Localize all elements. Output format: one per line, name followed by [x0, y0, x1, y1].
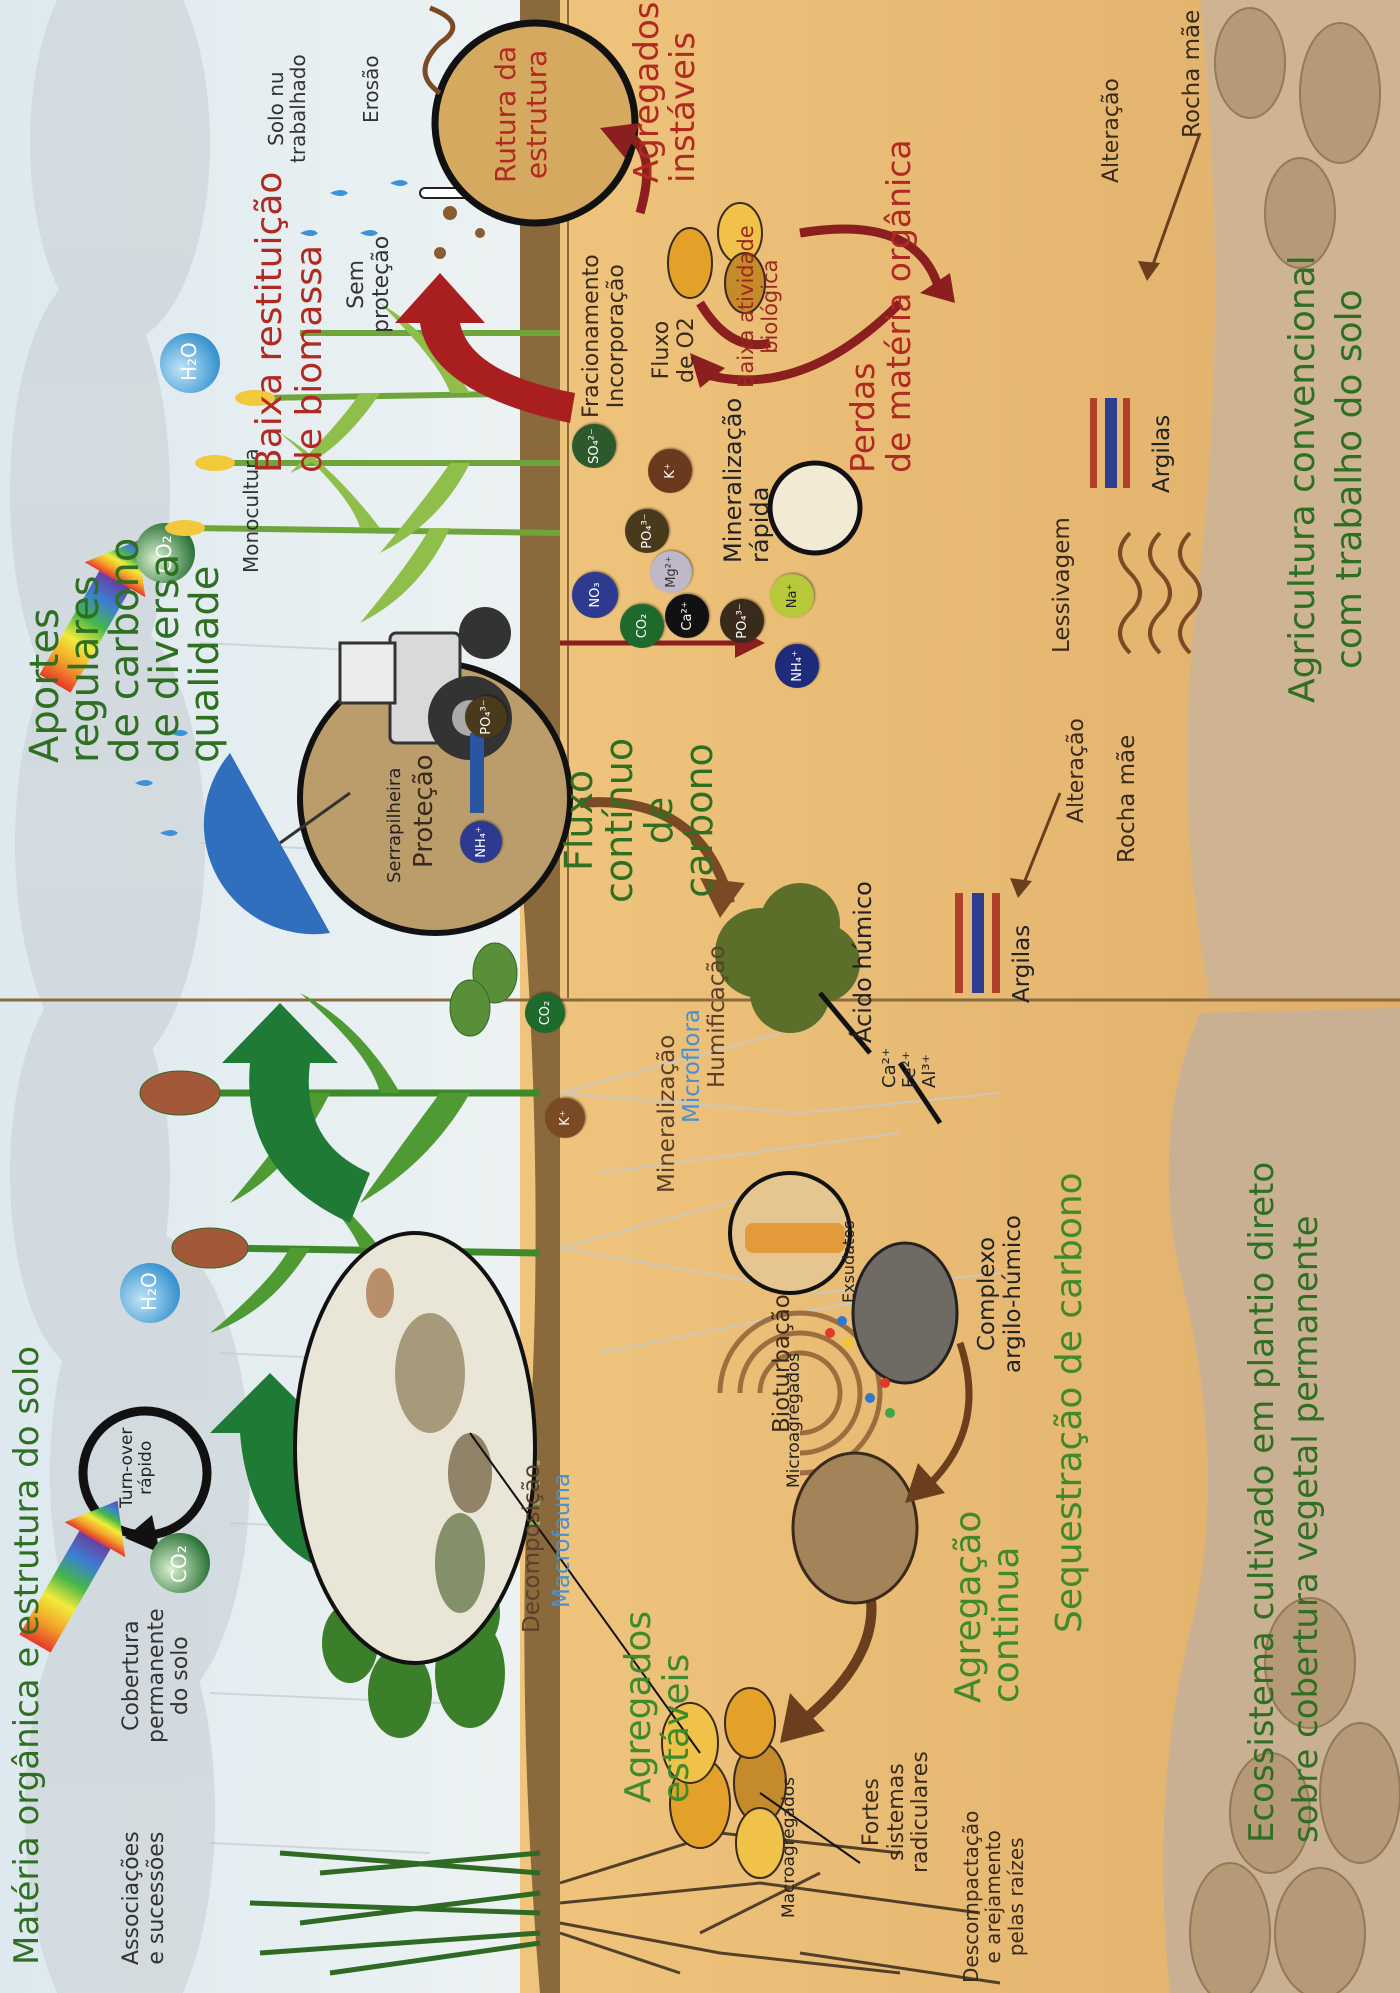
label-agregados-instaveis: Agregados instáveis [630, 1, 701, 183]
mg-chip: Mg²⁺ [650, 551, 692, 593]
label-fortes: Fortes sistemas radiculares [860, 1751, 934, 1873]
label-microagregados: Microagregados [785, 1353, 804, 1488]
label-turnover: Turn-over rápido [118, 1428, 156, 1508]
label-agregacao: Agregação continua [950, 1511, 1026, 1703]
microaggregate-disc [793, 1453, 917, 1603]
label-exsudatos: Exsudatos [840, 1221, 858, 1303]
ca-chip: Ca²⁺ [665, 594, 709, 638]
label-lessivagem: Lessivagem [1050, 517, 1076, 653]
label-alteracao-left: Alteração [1065, 718, 1090, 823]
clay-sheets-right [1090, 398, 1130, 488]
label-baixa-restituicao: Baixa restituição de biomassa [250, 172, 329, 473]
label-argilas-right: Argilas [1150, 415, 1176, 493]
nh4-chip-left: NH₄⁺ [460, 821, 502, 863]
label-descompactacao: Descompactação e arejamento pelas raízes [960, 1811, 1027, 1983]
label-humificacao: Humificação [705, 945, 731, 1088]
clay-sheets-left [955, 893, 1000, 993]
label-acido-humico: Ácido húmico [850, 881, 877, 1043]
label-fracionamento: Fracionamento Incorporação [580, 254, 629, 418]
right-footer: Agricultura convencional com trabalho do… [1280, 255, 1374, 703]
po4-chip-right-b: PO₄³⁻ [720, 599, 764, 643]
label-erosao: Erosão [360, 55, 382, 123]
left-title: Matéria orgânica e estrutura do solo [8, 1346, 46, 1965]
na-chip: Na⁺ [770, 574, 814, 618]
label-cobertura: Cobertura permanente do solo [120, 1608, 194, 1743]
label-argilas-left: Argilas [1010, 925, 1036, 1003]
label-rocha-mae-left: Rocha mãe [1115, 735, 1141, 863]
label-aportes: Aportes regulares de carbono de diversa … [25, 538, 225, 763]
label-complexo: Complexo argilo-húmico [975, 1215, 1027, 1373]
nh4-chip-right: NH₄⁺ [775, 644, 819, 688]
label-associacoes: Associações e sucessões [120, 1831, 169, 1965]
label-solo-nu: Solo nu trabalhado [265, 54, 310, 163]
label-baixa-atividade: Baixa atividade biológica [735, 225, 782, 388]
label-perdas: Perdas de matéria orgânica [845, 139, 918, 473]
label-sequestracao: Sequestração de carbono [1050, 1172, 1090, 1633]
so4-chip: SO₄²⁻ [572, 424, 616, 468]
co2-label-left: CO₂ [168, 1545, 190, 1583]
label-rocha-mae-right: Rocha mãe [1180, 10, 1206, 138]
label-decomposicao: Decomposição [520, 1464, 546, 1633]
no3-chip: NO₃ [572, 572, 618, 618]
label-microflora: Microflora [680, 1009, 706, 1123]
label-ions: Ca²⁺ Fe²⁺ Al³⁺ [880, 1048, 940, 1088]
decomposition-ellipse [295, 1233, 535, 1663]
label-mineralizacao-left: Mineralização [655, 1035, 681, 1193]
label-macrofauna: Macrofauna [550, 1473, 576, 1608]
po4-chip-left: PO₄³⁻ [465, 696, 507, 738]
complex-disc [853, 1243, 957, 1383]
label-mineralizacao-rapida: Mineralização rápida [720, 398, 774, 563]
label-macroagregados: Macroagregados [780, 1777, 799, 1918]
label-fluxo-o2: Fluxo de O2 [650, 317, 699, 383]
label-serrapilheira: Serrapilheira [385, 768, 405, 883]
h2o-label-left: H₂O [138, 1272, 160, 1311]
h2o-label-right: H₂O [178, 342, 200, 381]
k-chip-left: K⁺ [545, 1098, 585, 1138]
co2-chip-soil-left: CO₂ [525, 993, 565, 1033]
low-biological-activity-circle [770, 463, 860, 553]
label-alteracao-right: Alteração [1100, 78, 1125, 183]
label-rutura: Rutura da estrutura [490, 46, 553, 183]
left-footer: Ecossistema cultivado em plantio direto … [1240, 1162, 1328, 1843]
label-protecao: Proteção [410, 754, 439, 868]
po4-chip-right-a: PO₄³⁻ [625, 509, 669, 553]
label-agregados-estaveis: Agregados estáveis [620, 1611, 696, 1803]
label-sem-protecao: Sem proteção [345, 236, 394, 333]
label-fluxo-carbono: Fluxo contínuo de carbono [560, 738, 720, 903]
co2-chip-right: CO₂ [620, 604, 664, 648]
k-chip-right: K⁺ [648, 449, 692, 493]
